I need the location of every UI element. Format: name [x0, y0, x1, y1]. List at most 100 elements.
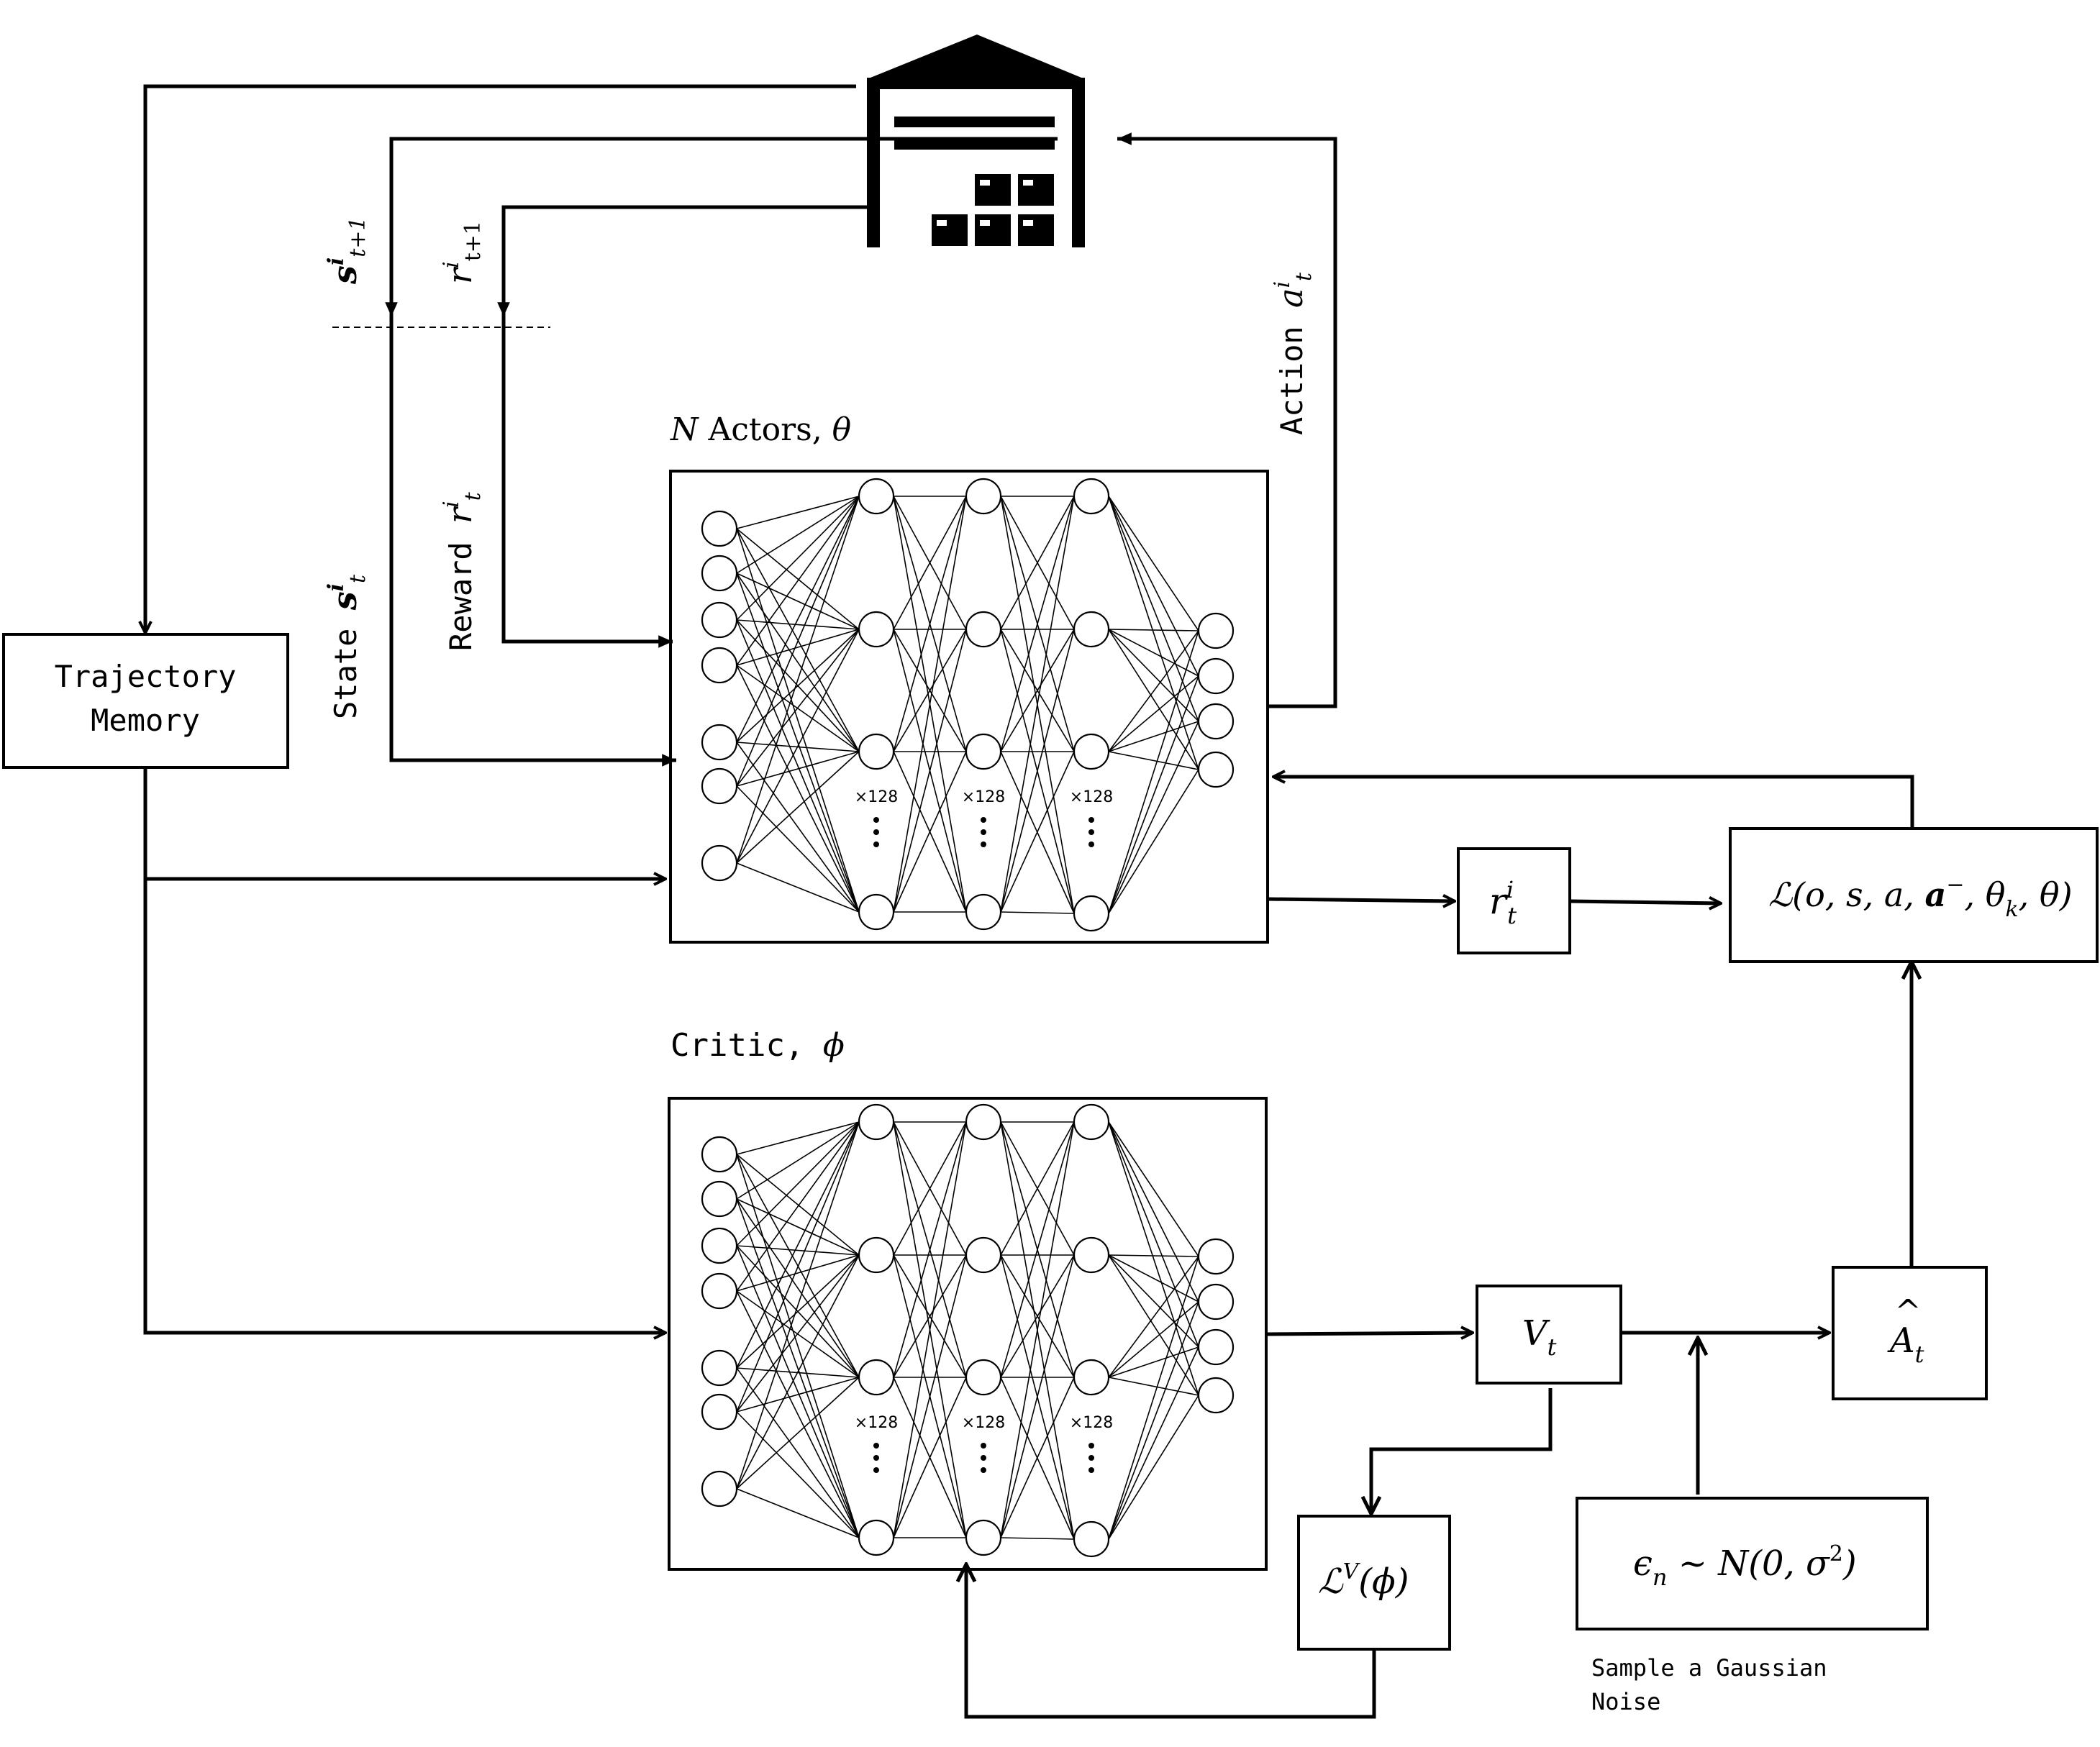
actors-node [1073, 611, 1110, 648]
actors-ellipsis-dot [1088, 829, 1094, 835]
warehouse-icon [867, 35, 1085, 247]
connections [143, 84, 1914, 1719]
actors-node [1197, 657, 1235, 695]
next-state-label: sit+1 [324, 216, 371, 285]
actors-node [1197, 612, 1235, 649]
actors-node [701, 767, 738, 805]
critic-layer-size-label: ×128 [1070, 1414, 1113, 1432]
actors-ellipsis-dot [981, 817, 986, 823]
critic-node [1073, 1359, 1110, 1396]
svg-text:ϵn ~ N(0, σ2): ϵn ~ N(0, σ2) [1633, 1541, 1857, 1591]
actors-node [701, 555, 738, 592]
reward-label: Reward rit [439, 491, 486, 651]
critic-ellipsis-dot [981, 1455, 986, 1461]
critic-layer-size-label: ×128 [855, 1414, 898, 1432]
critic-ellipsis-dot [1088, 1443, 1094, 1449]
actors-network-box [669, 470, 1269, 944]
actors-node [701, 647, 738, 684]
value-box: Vt [1476, 1285, 1622, 1385]
actors-ellipsis-dot [1088, 817, 1094, 823]
svg-text:Vt: Vt [1522, 1313, 1557, 1361]
next-reward-line [497, 205, 867, 316]
actors-layer-size-label: ×128 [855, 788, 898, 806]
critic-ellipsis-dot [981, 1443, 986, 1449]
actors-layer-size-label: ×128 [1070, 788, 1113, 806]
critic-node [965, 1103, 1002, 1141]
actors-ellipsis-dot [981, 829, 986, 835]
critic-network: ×128 ×128 ×128 [701, 1103, 1235, 1558]
actors-node [701, 510, 738, 547]
actors-ellipsis-dot [1088, 841, 1094, 847]
critic-node [1073, 1236, 1110, 1274]
critic-node [701, 1136, 738, 1173]
svg-text:At: At [1887, 1320, 1924, 1368]
actors-node [1197, 703, 1235, 740]
critic-node [1073, 1103, 1110, 1141]
actors-node [701, 724, 738, 761]
critic-node [1073, 1520, 1110, 1558]
actors-node [858, 611, 895, 648]
actors-node [858, 893, 895, 931]
memory-label-line1: Trajectory [55, 659, 237, 694]
action-label: Action ait [1270, 272, 1317, 435]
critic-node [701, 1349, 738, 1387]
critic-to-value-line [1267, 1333, 1473, 1334]
actors-ellipsis-dot [873, 829, 879, 835]
actors-node [858, 478, 895, 515]
loss-to-actors-line [1273, 777, 1914, 829]
action-to-env-line [1117, 132, 1337, 708]
advantage-hat: ^ [1895, 1293, 1922, 1330]
critic-node [858, 1519, 895, 1556]
critic-ellipsis-dot [1088, 1467, 1094, 1473]
critic-ellipsis-dot [873, 1467, 879, 1473]
critic-ellipsis-dot [981, 1467, 986, 1473]
actors-ellipsis-dot [873, 841, 879, 847]
noise-box: ϵn ~ N(0, σ2) [1576, 1497, 1929, 1630]
critic-node [858, 1236, 895, 1274]
actors-node [1073, 895, 1110, 932]
actors-network: ×128 ×128 ×128 [701, 478, 1235, 932]
actors-layer-size-label: ×128 [962, 788, 1005, 806]
actors-node [965, 893, 1002, 931]
memory-to-critic-line [143, 767, 665, 1333]
trajectory-memory-box: Trajectory Memory [2, 633, 289, 769]
reward-to-actors-line [501, 316, 673, 648]
critic-ellipsis-dot [873, 1443, 879, 1449]
critic-ellipsis-dot [873, 1455, 879, 1461]
critic-node [858, 1359, 895, 1396]
reward-to-loss-line [1569, 901, 1721, 903]
state-label: State sit [324, 574, 371, 719]
actors-title: N Actors, θ [670, 411, 851, 448]
critic-node [858, 1103, 895, 1141]
advantage-box: At ^ [1832, 1266, 1988, 1400]
critic-ellipsis-dot [1088, 1455, 1094, 1461]
env-to-memory-line [145, 84, 856, 633]
critic-node [701, 1227, 738, 1264]
actors-ellipsis-dot [873, 817, 879, 823]
critic-node [701, 1180, 738, 1218]
actors-ellipsis-dot [981, 841, 986, 847]
memory-label-line2: Memory [91, 703, 200, 738]
critic-node [965, 1236, 1002, 1274]
value-loss-box: ℒV(ϕ) [1297, 1515, 1451, 1651]
actors-to-reward-line [1267, 899, 1455, 901]
actors-node [701, 844, 738, 882]
policy-loss-box: ℒ(o, s, a, a−, θk, θ) [1729, 827, 2099, 963]
critic-node [1197, 1238, 1235, 1275]
critic-network-box [668, 1097, 1268, 1571]
actors-node [965, 478, 1002, 515]
critic-node [701, 1393, 738, 1431]
svg-text:rit: rit [1489, 876, 1517, 929]
noise-caption-line1: Sample a Gaussian [1591, 1654, 1827, 1682]
noise-caption-line2: Noise [1591, 1688, 1660, 1715]
svg-text:ℒV(ϕ): ℒV(ϕ) [1318, 1559, 1409, 1602]
critic-title: Critic, ϕ [671, 1027, 845, 1064]
critic-layer-size-label: ×128 [962, 1414, 1005, 1432]
actors-node [858, 733, 895, 770]
actors-node [1197, 751, 1235, 788]
actors-node [965, 611, 1002, 648]
next-reward-label: rit+1 [439, 221, 486, 284]
svg-text:ℒ(o, s, a, a−, θk, θ): ℒ(o, s, a, a−, θk, θ) [1768, 872, 2073, 922]
